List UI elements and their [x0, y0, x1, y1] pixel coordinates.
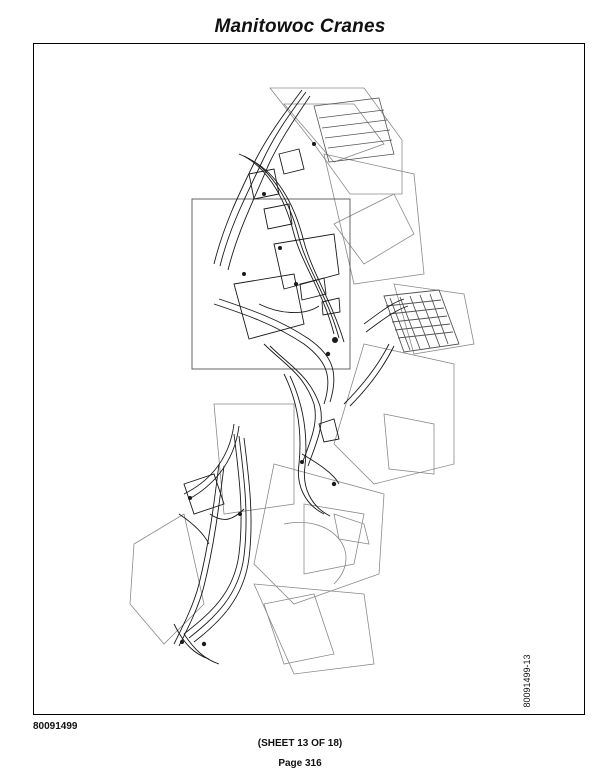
- sheet-indicator: (SHEET 13 OF 18): [257, 738, 343, 749]
- radiator-block: [383, 289, 460, 353]
- hydraulic-lines: [173, 89, 409, 665]
- detail-callout-box: [191, 198, 351, 370]
- page-number: Page 316: [278, 758, 322, 769]
- engine-block: [313, 97, 395, 163]
- figure-code: 80091499-13: [518, 646, 536, 716]
- document-number: 80091499: [33, 721, 78, 732]
- machine-outline: [129, 87, 475, 675]
- document-header-title: Manitowoc Cranes: [214, 16, 386, 37]
- fittings: [180, 142, 338, 647]
- hydraulic-schematic-drawing: [129, 87, 475, 675]
- drawing-frame: 80091499-13: [33, 43, 585, 715]
- figure-code-text: 80091499-13: [522, 654, 532, 708]
